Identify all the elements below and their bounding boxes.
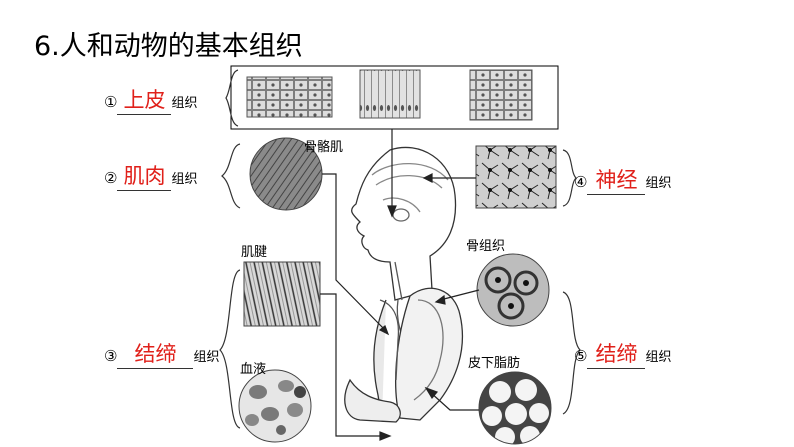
caption-fat: 皮下脂肪 [468, 356, 521, 371]
caption-blood: 血液 [240, 362, 267, 377]
tendon-image [243, 261, 321, 327]
bracket-1 [225, 69, 239, 127]
adipose-tissue-image [479, 372, 551, 444]
page-title: 6.人和动物的基本组织 [34, 31, 303, 62]
answer-5: 结缔 [595, 342, 638, 366]
bracket-3 [219, 269, 241, 429]
nerve-tissue-image [475, 145, 557, 209]
bracket-5 [562, 291, 581, 415]
pointer-arrows [320, 129, 480, 441]
answer-1: 上皮 [123, 88, 166, 112]
epithelium-squamous-image [246, 76, 333, 118]
epithelium-frame [230, 65, 559, 130]
blood-image [239, 370, 311, 442]
answer-3: 结缔 [134, 342, 177, 366]
answer-2: 肌肉 [123, 164, 166, 188]
caption-skeletal-muscle: 骨骼肌 [304, 140, 344, 155]
bone-tissue-image [477, 254, 549, 326]
answer-4: 神经 [595, 168, 638, 192]
epithelium-stratified-image [469, 69, 533, 121]
epithelium-columnar-image [359, 69, 421, 119]
caption-tendon: 肌腱 [241, 245, 268, 260]
human-arm-figure [344, 287, 464, 423]
caption-bone: 骨组织 [466, 239, 506, 254]
bracket-4 [562, 149, 577, 207]
bracket-2 [221, 143, 241, 209]
